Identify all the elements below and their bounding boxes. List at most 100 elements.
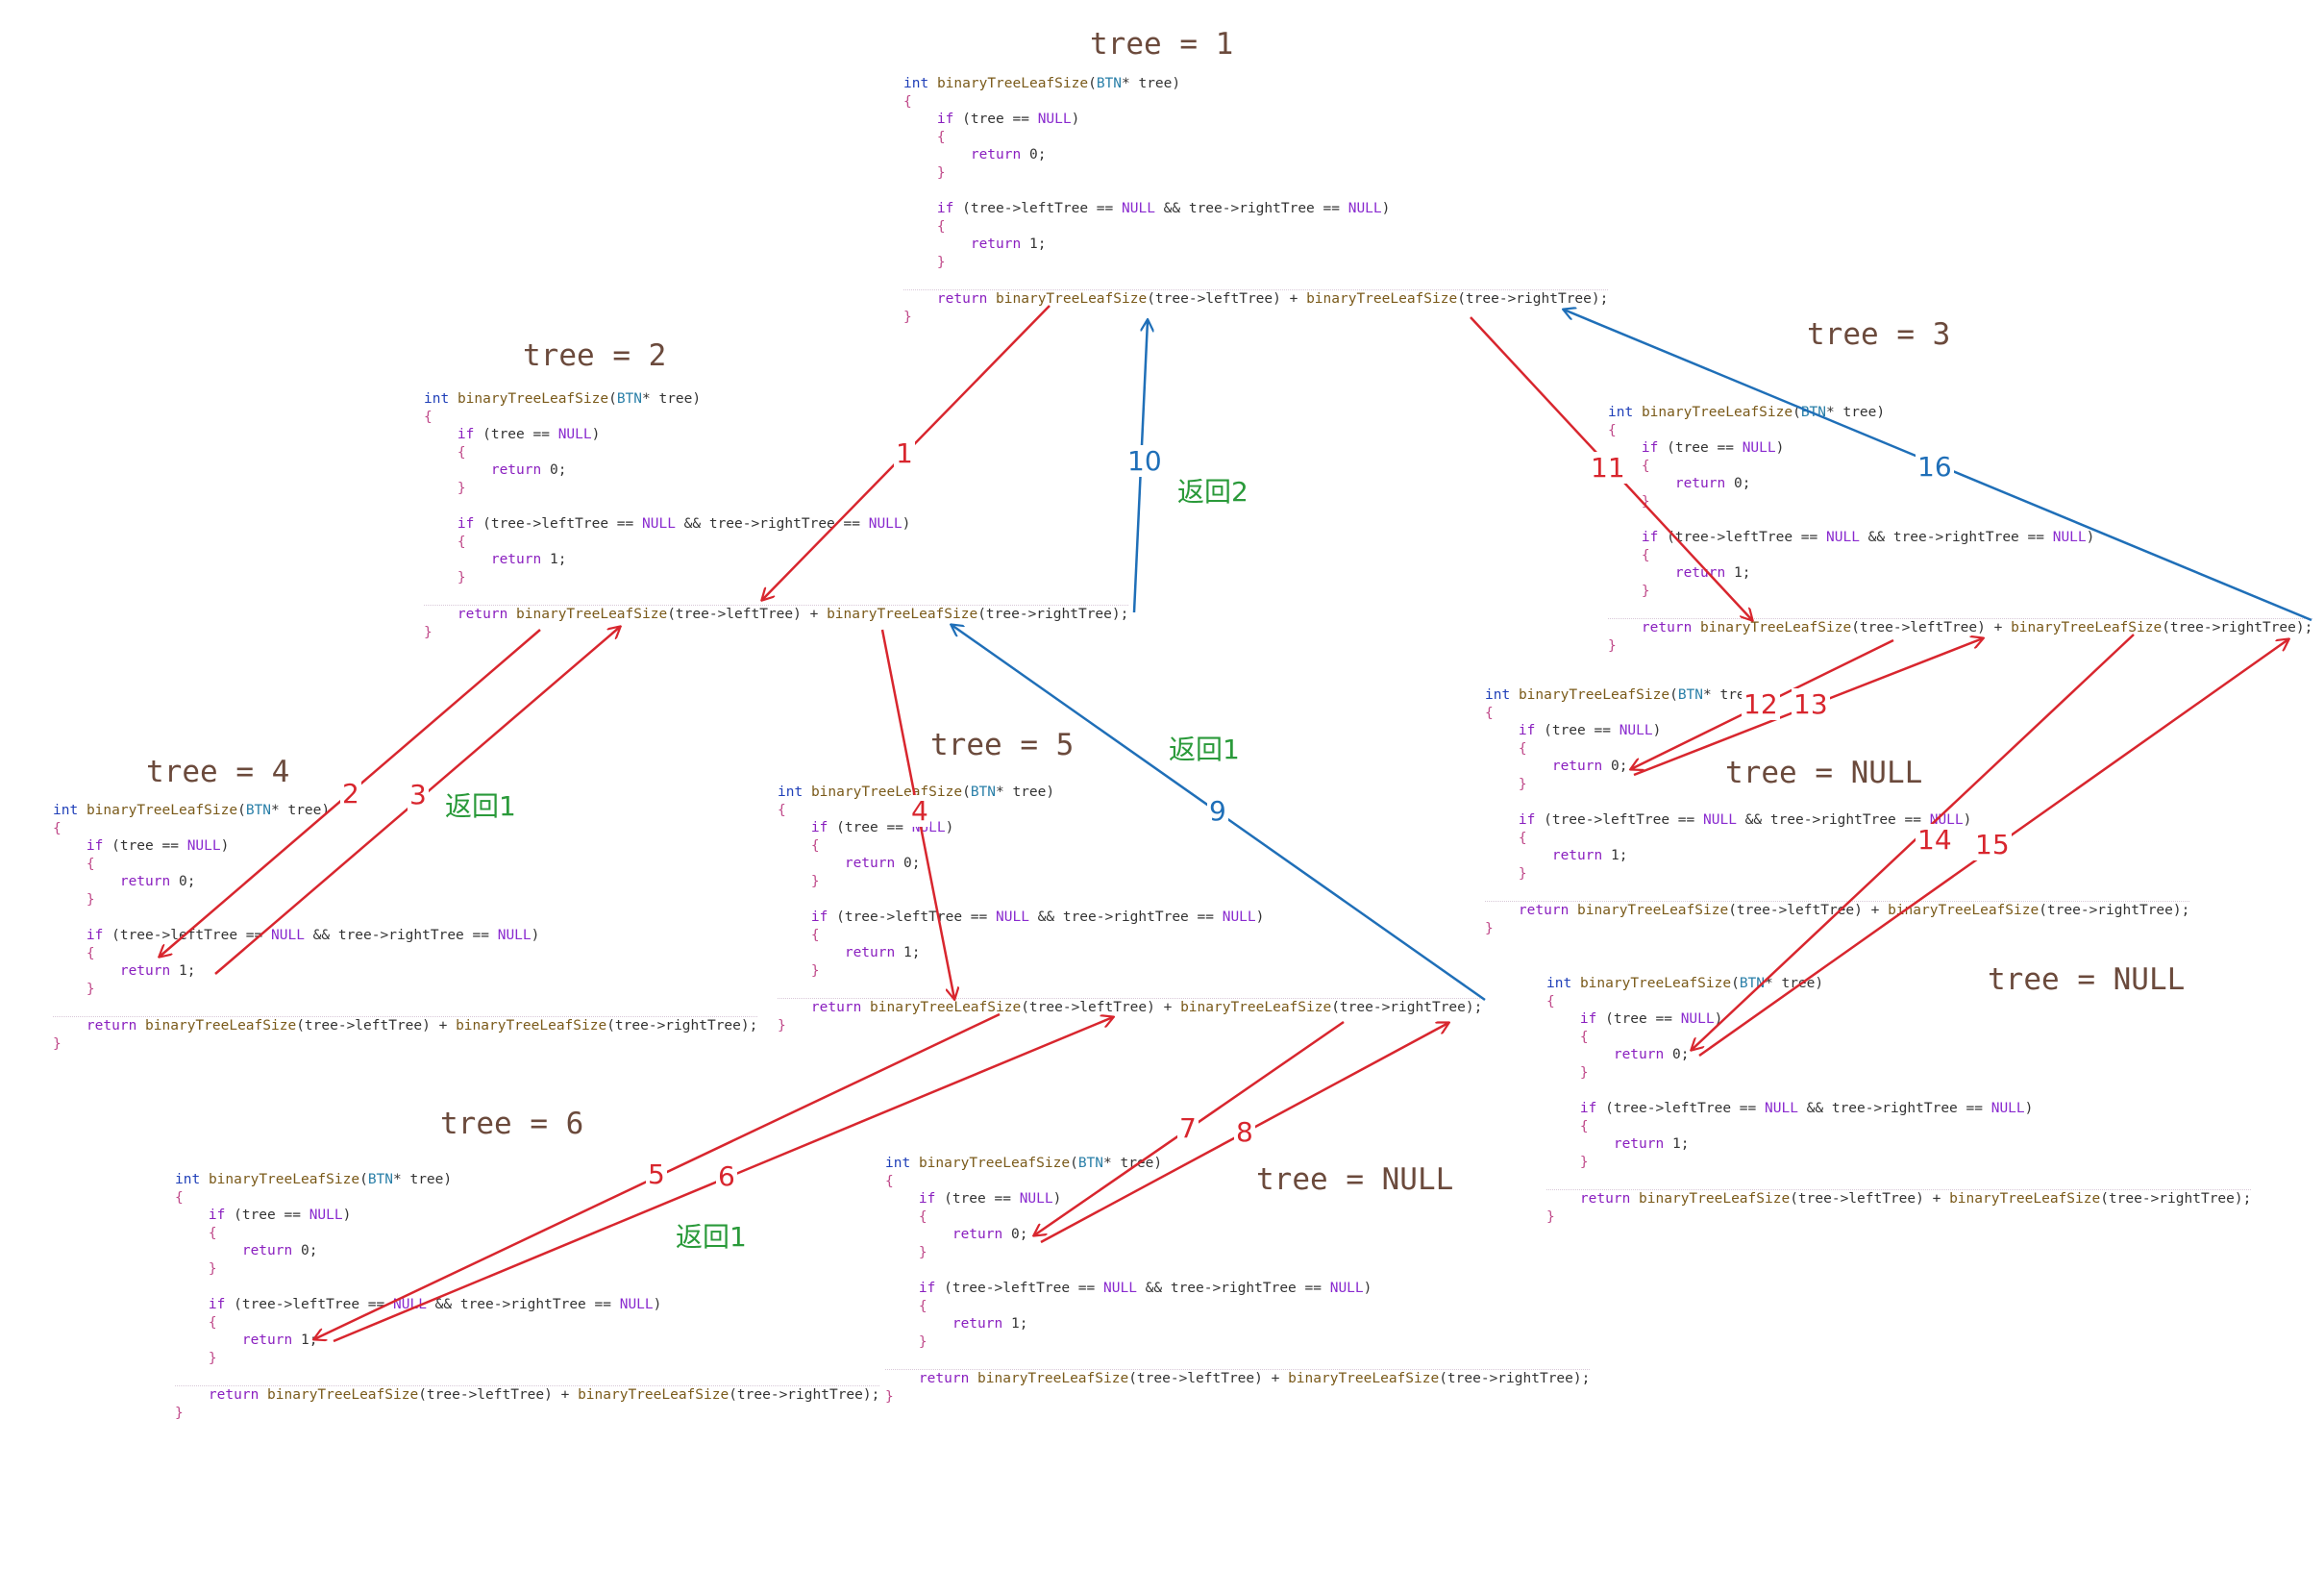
code-line: } [1579,1154,1589,1170]
code-line: { [885,1173,894,1189]
code-line: if (tree->leftTree == NULL && tree->righ… [86,928,540,944]
code-line: return binaryTreeLeafSize(tree->leftTree… [1518,903,2190,919]
code-line: { [1641,547,1650,563]
code-line: int binaryTreeLeafSize(BTN* tree) [53,803,331,818]
code-line: return 1; [952,1316,1028,1332]
code-line: { [918,1208,927,1225]
code-line: return binaryTreeLeafSize(tree->leftTree… [810,1000,1483,1016]
code-line: if (tree == NULL) [918,1191,1062,1208]
code-line: } [918,1244,927,1260]
code-line: } [936,164,946,181]
code-line: { [1485,705,1494,721]
frame-title-tree-2: tree = 2 [523,338,667,373]
code-line: } [208,1350,217,1366]
code-line: return 0; [490,462,567,479]
code-frame-tree-2: int binaryTreeLeafSize(BTN* tree){ if (t… [424,390,1129,641]
step-label-14: 14 [1916,824,1954,856]
code-line: int binaryTreeLeafSize(BTN* tree) [885,1156,1163,1171]
code-line: if (tree->leftTree == NULL && tree->righ… [810,909,1265,926]
code-line: return 1; [1613,1136,1690,1153]
frame-title-tree-3: tree = 3 [1807,317,1951,352]
frame-title-tree-6: tree = 6 [440,1107,584,1141]
code-line: return binaryTreeLeafSize(tree->leftTree… [1641,620,2313,636]
code-line: if (tree->leftTree == NULL && tree->righ… [1579,1101,2034,1117]
code-line [778,981,1483,1000]
code-line: if (tree->leftTree == NULL && tree->righ… [1641,530,2095,546]
code-frame-tree-null-c: int binaryTreeLeafSize(BTN* tree) { if (t… [885,1155,1591,1406]
step-label-6: 6 [716,1160,737,1192]
step-label-3: 3 [408,779,429,810]
code-line: } [1518,776,1527,792]
code-line: if (tree == NULL) [1641,440,1785,457]
code-line: } [1485,920,1494,936]
frame-title-tree-null-b: tree = NULL [1988,962,2186,997]
code-line: if (tree->leftTree == NULL && tree->righ… [1518,812,1972,829]
arrow-step-14 [1692,634,2135,1050]
code-line: if (tree == NULL) [86,838,230,855]
frame-title-tree-1: tree = 1 [1090,27,1234,62]
code-line: { [208,1225,217,1241]
code-line: if (tree->leftTree == NULL && tree->righ… [918,1281,1372,1297]
code-line: int binaryTreeLeafSize(BTN* tree) [175,1172,453,1187]
return-label-1-tree6: 返回1 [676,1221,747,1253]
code-line: return 1; [119,963,196,980]
code-line: return 0; [1551,759,1628,775]
code-line: } [1546,1208,1555,1225]
code-line: { [778,802,786,818]
code-line: if (tree == NULL) [810,820,954,836]
code-line: return 0; [119,874,196,890]
code-line: return binaryTreeLeafSize(tree->leftTree… [1579,1191,2252,1208]
code-line: return binaryTreeLeafSize(tree->leftTree… [457,607,1129,623]
code-line: { [175,1189,184,1206]
code-line: } [810,962,820,979]
code-line: if (tree == NULL) [1518,723,1662,739]
code-line: } [457,569,466,585]
code-line: return 0; [844,856,921,872]
code-line: } [175,1405,184,1421]
code-line: { [86,856,95,872]
step-label-7: 7 [1177,1112,1199,1144]
code-line: } [810,873,820,889]
code-line: if (tree->leftTree == NULL && tree->righ… [936,201,1391,217]
code-line: if (tree == NULL) [457,427,601,443]
code-line: { [1579,1118,1589,1134]
code-line: return 1; [844,945,921,961]
code-line: { [936,129,946,145]
code-line: { [1546,993,1555,1009]
code-line: int binaryTreeLeafSize(BTN* tree) [1485,687,1763,703]
code-line: if (tree == NULL) [1579,1011,1723,1028]
code-line [1608,601,2313,620]
code-line: { [903,93,912,110]
code-line: } [86,891,95,908]
code-line: } [53,1035,62,1052]
code-line: } [936,254,946,270]
code-line: } [424,624,433,640]
code-line: { [918,1298,927,1314]
code-line: } [1641,493,1650,510]
code-line: } [86,981,95,997]
code-line: { [810,927,820,943]
frame-title-tree-4: tree = 4 [146,755,290,789]
code-line: { [424,409,433,425]
code-line: { [208,1314,217,1331]
code-line: return 0; [1674,476,1751,492]
code-line: { [810,837,820,854]
code-line: if (tree == NULL) [208,1208,352,1224]
frame-title-tree-null-a: tree = NULL [1725,756,1923,790]
code-line: { [53,820,62,836]
code-frame-tree-1: int binaryTreeLeafSize(BTN* tree){ if (t… [903,75,1609,326]
code-frame-tree-null-b: int binaryTreeLeafSize(BTN* tree){ if (t… [1546,975,2252,1226]
step-label-16: 16 [1916,451,1954,483]
code-line: } [1608,637,1617,654]
code-frame-tree-6: int binaryTreeLeafSize(BTN* tree) { if (t… [175,1171,880,1422]
code-line: } [1579,1064,1589,1081]
code-line: return binaryTreeLeafSize(tree->leftTree… [208,1387,880,1404]
code-line: } [918,1333,927,1350]
code-line: return binaryTreeLeafSize(tree->leftTree… [86,1018,758,1034]
code-line [885,1352,1591,1371]
code-line: } [208,1260,217,1277]
code-line: return 0; [970,147,1047,163]
step-label-2: 2 [340,778,361,809]
step-label-8: 8 [1234,1116,1255,1148]
